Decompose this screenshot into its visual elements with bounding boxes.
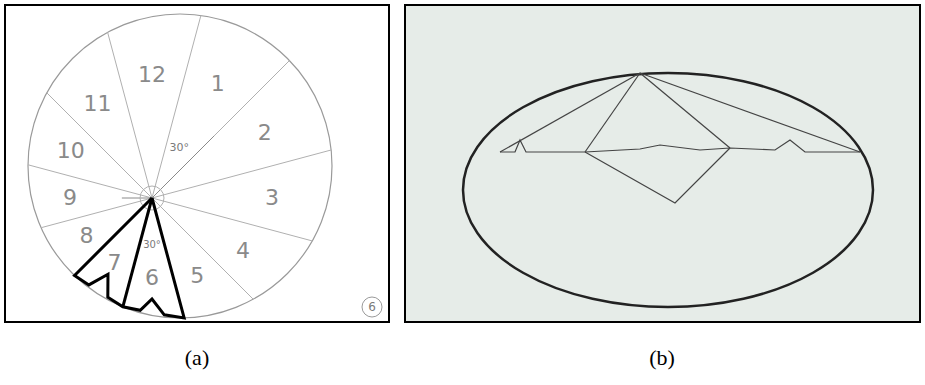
cone-edge — [640, 73, 730, 148]
sector-line — [152, 15, 201, 198]
sector-number: 10 — [57, 140, 85, 162]
cutout-fold — [123, 198, 152, 307]
cone-edge — [640, 73, 860, 152]
panel-caption: (a) — [185, 347, 209, 369]
sector-number: 1 — [211, 73, 225, 95]
sector-number: 7 — [108, 252, 122, 274]
panel-frame — [405, 5, 920, 322]
sector-number: 5 — [190, 265, 204, 287]
cone-base — [500, 140, 860, 152]
sector-line — [152, 198, 312, 241]
cone-edge — [500, 73, 640, 152]
angle-label: 30° — [169, 141, 189, 152]
sector-number: 3 — [265, 187, 279, 209]
panel-caption: (b) — [649, 347, 675, 369]
number-ring — [362, 297, 382, 317]
sector-number: 6 — [145, 267, 159, 289]
panel-frame — [5, 5, 389, 322]
paper-circle — [28, 14, 332, 318]
page-number: 6 — [368, 301, 376, 313]
angle-label: 30° — [143, 240, 161, 250]
cone-edge — [585, 73, 640, 152]
sector-number: 12 — [138, 64, 166, 86]
arrow-line — [152, 136, 214, 198]
sector-line — [152, 150, 331, 198]
sector-line — [108, 32, 152, 198]
cone-fold — [585, 148, 730, 203]
sector-line — [152, 61, 289, 198]
sector-line — [47, 93, 152, 198]
sector-number: 8 — [80, 225, 94, 247]
sector-line — [152, 198, 253, 299]
sector-number: 11 — [84, 93, 112, 115]
cutout-outline — [75, 198, 185, 318]
sector-number: 9 — [63, 187, 77, 209]
sector-number: 4 — [236, 240, 250, 262]
base-ellipse — [463, 73, 873, 307]
sector-number: 2 — [258, 122, 272, 144]
arrow-line — [122, 198, 152, 199]
sector-line — [28, 165, 152, 198]
